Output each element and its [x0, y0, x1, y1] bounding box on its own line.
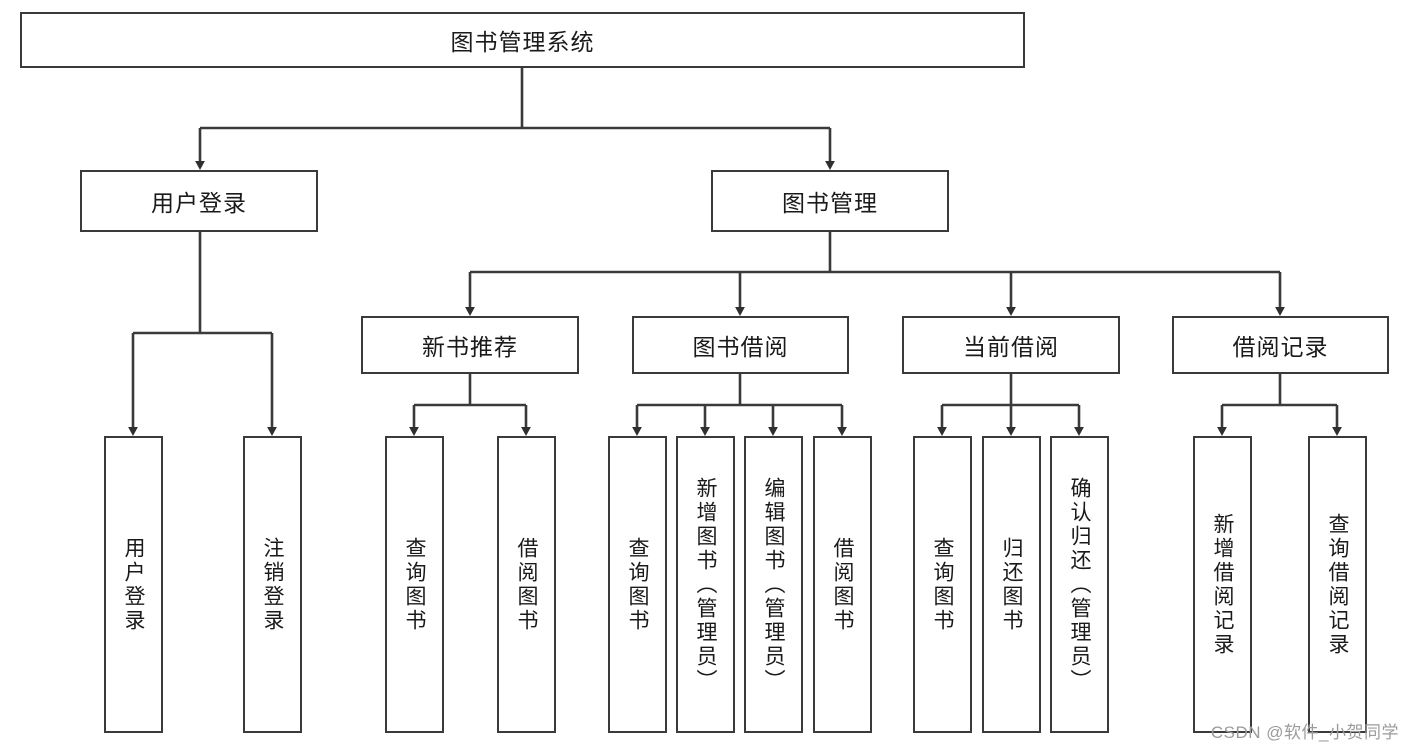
node-leaf-borrow-book-1[interactable]: 借阅图书 [497, 436, 556, 733]
node-leaf-borrow-book-2[interactable]: 借阅图书 [813, 436, 872, 733]
node-leaf-confirm-return[interactable]: 确认归还（管理员） [1050, 436, 1109, 733]
node-leaf-add-book[interactable]: 新增图书（管理员） [676, 436, 735, 733]
node-leaf-query-book-3[interactable]: 查询图书 [913, 436, 972, 733]
node-leaf-user-logout[interactable]: 注销登录 [243, 436, 302, 733]
node-leaf-query-book-1[interactable]: 查询图书 [385, 436, 444, 733]
node-user-login[interactable]: 用户登录 [80, 170, 318, 232]
node-leaf-edit-book[interactable]: 编辑图书（管理员） [744, 436, 803, 733]
node-root[interactable]: 图书管理系统 [20, 12, 1025, 68]
node-leaf-return-book[interactable]: 归还图书 [982, 436, 1041, 733]
node-leaf-query-book-2[interactable]: 查询图书 [608, 436, 667, 733]
node-current-borrow[interactable]: 当前借阅 [902, 316, 1120, 374]
node-borrow-record[interactable]: 借阅记录 [1172, 316, 1389, 374]
node-leaf-user-login[interactable]: 用户登录 [104, 436, 163, 733]
node-book-manage[interactable]: 图书管理 [711, 170, 949, 232]
watermark-text: CSDN @软件_小贺同学 [1210, 723, 1399, 742]
node-book-borrow[interactable]: 图书借阅 [632, 316, 849, 374]
node-leaf-add-record[interactable]: 新增借阅记录 [1193, 436, 1252, 733]
node-new-book-rec[interactable]: 新书推荐 [361, 316, 579, 374]
node-leaf-query-record[interactable]: 查询借阅记录 [1308, 436, 1367, 733]
